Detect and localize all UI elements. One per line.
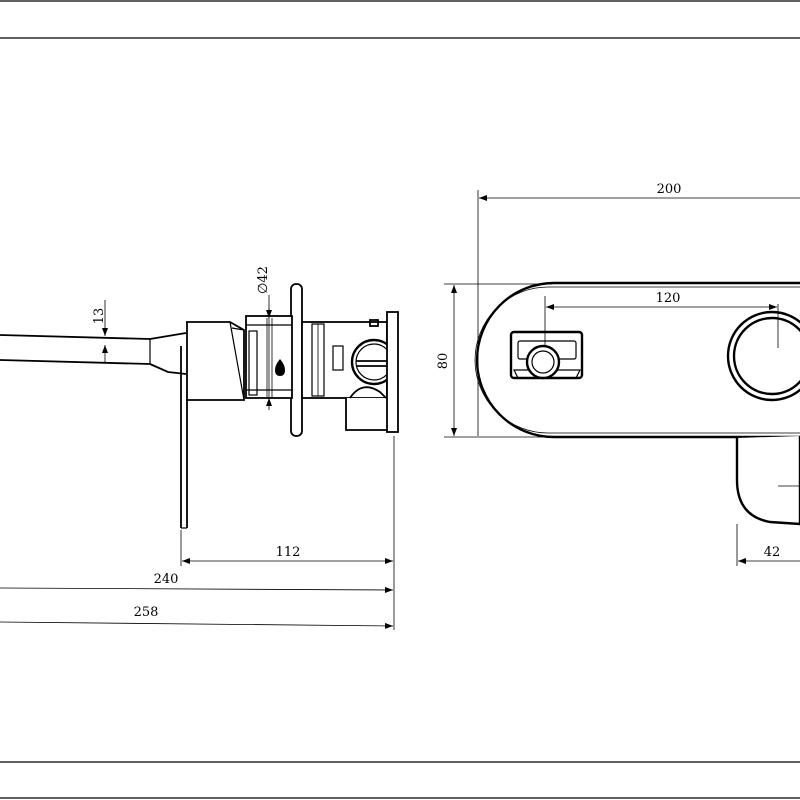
- valve-body: [301, 319, 393, 431]
- inlet-fitting: [350, 338, 398, 386]
- dim-plate-width: 200: [657, 182, 682, 197]
- side-dimensions: 13 ∅42 112 240 258: [0, 266, 395, 630]
- mixer-handle: [726, 310, 800, 526]
- dim-overall-length: 258: [134, 605, 159, 620]
- temperature-drop-icon: [275, 359, 285, 376]
- dim-spout-reach: 240: [154, 572, 179, 587]
- dim-centers: 120: [656, 291, 681, 306]
- front-dimensions: 200 80 120 42: [436, 182, 800, 566]
- front-view: [474, 281, 800, 526]
- lever-handle: [180, 322, 188, 529]
- side-view: [0, 283, 399, 529]
- spout-outlet: [509, 330, 584, 380]
- dim-trim-diameter: ∅42: [256, 266, 271, 294]
- dim-handle-width: 42: [764, 545, 781, 560]
- spout-outline: [0, 332, 187, 375]
- wall-plate: [386, 311, 399, 433]
- dim-body-depth-label: 112: [276, 545, 301, 560]
- dim-plate-height: 80: [436, 353, 451, 370]
- back-plate: [475, 281, 800, 439]
- dim-handle-thickness: 13: [92, 308, 107, 325]
- handle-body: [186, 321, 245, 401]
